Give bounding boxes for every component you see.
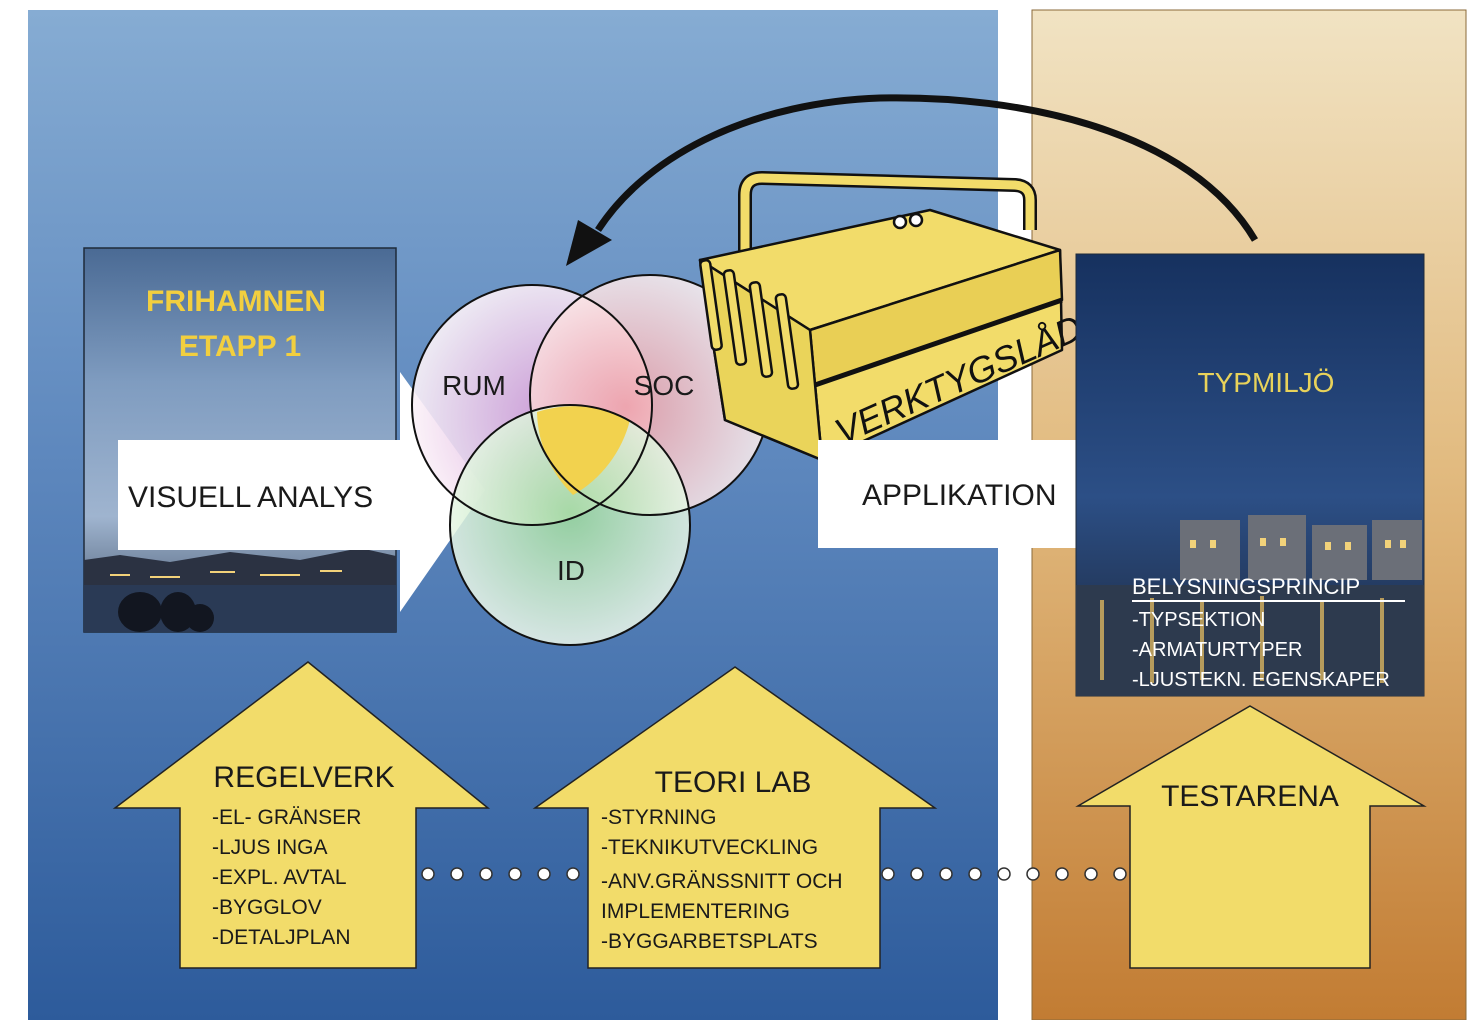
teori-item-1: -STYRNING [601, 806, 717, 829]
belysningsprincip-heading: BELYSNINGSPRINCIP [1132, 574, 1360, 599]
testarena-arrow: TESTARENA [1075, 705, 1427, 969]
visuell-analys-arrow: VISUELL ANALYS [118, 372, 485, 612]
venn-label-id: ID [557, 555, 585, 586]
teori-item-5: -BYGGARBETSPLATS [601, 930, 818, 953]
teori-item-3: -ANV.GRÄNSSNITT OCH [601, 870, 843, 893]
frihamnen-title-line2: ETAPP 1 [179, 330, 301, 363]
typmiljo-photo: TYPMILJÖ BELYSNINGSPRINCIP -TYPSEKTION -… [1075, 253, 1425, 697]
regelverk-title: REGELVERK [213, 761, 394, 794]
venn-label-rum: RUM [442, 370, 506, 401]
frihamnen-title-line1: FRIHAMNEN [146, 285, 326, 318]
regelverk-item-2: -LJUS INGA [212, 836, 328, 859]
typmiljo-item-1: -TYPSEKTION [1132, 609, 1265, 631]
applikation-label: APPLIKATION [862, 479, 1057, 512]
teori-item-4: IMPLEMENTERING [601, 900, 790, 923]
applikation-arrow: APPLIKATION [818, 372, 1188, 612]
regelverk-arrow: REGELVERK -EL- GRÄNSER -LJUS INGA -EXPL.… [112, 661, 491, 969]
typmiljo-title: TYPMILJÖ [1198, 367, 1335, 398]
teori-lab-title: TEORI LAB [655, 766, 812, 799]
return-arrow [566, 94, 1259, 266]
venn-circle-id [450, 405, 690, 645]
regelverk-item-1: -EL- GRÄNSER [212, 806, 361, 829]
venn-label-soc: SOC [634, 370, 695, 401]
testarena-title: TESTARENA [1161, 780, 1339, 813]
dotted-connector [421, 867, 1127, 881]
typmiljo-item-3: -LJUSTEKN. EGENSKAPER [1132, 669, 1390, 691]
typmiljo-item-2: -ARMATURTYPER [1132, 639, 1302, 661]
teori-item-2: -TEKNIKUTVECKLING [601, 836, 818, 859]
regelverk-item-4: -BYGGLOV [212, 896, 322, 919]
visuell-analys-label: VISUELL ANALYS [128, 481, 373, 514]
teori-lab-arrow: TEORI LAB -STYRNING -TEKNIKUTVECKLING -A… [532, 666, 938, 969]
regelverk-item-3: -EXPL. AVTAL [212, 866, 347, 889]
regelverk-item-5: -DETALJPLAN [212, 926, 350, 949]
